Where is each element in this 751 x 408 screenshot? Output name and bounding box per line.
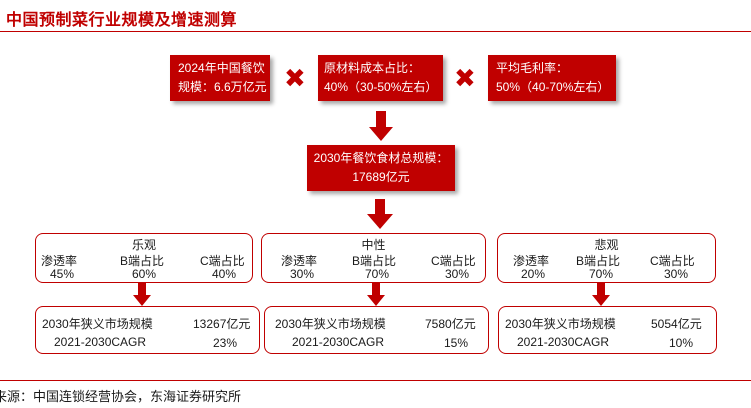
c-share-value: 30% bbox=[664, 267, 689, 281]
input-box-line1: 2024年中国餐饮 bbox=[178, 61, 265, 75]
total-box-line2: 17689亿元 bbox=[352, 170, 410, 184]
input-box-catering-scale: 2024年中国餐饮 规模：6.6万亿元 bbox=[170, 55, 270, 101]
result-box-pessimistic: 2030年狭义市场规模 5054亿元 2021-2030CAGR 10% bbox=[498, 306, 717, 354]
c-share-header: C端占比 bbox=[431, 254, 476, 268]
market-size-label: 2030年狭义市场规模 bbox=[505, 317, 616, 331]
penetration-value: 30% bbox=[290, 267, 315, 281]
penetration-header: 渗透率 bbox=[513, 254, 550, 268]
b-share-header: B端占比 bbox=[576, 254, 621, 268]
result-box-neutral: 2030年狭义市场规模 7580亿元 2021-2030CAGR 15% bbox=[264, 306, 489, 354]
penetration-value: 20% bbox=[521, 267, 546, 281]
scenario-name: 中性 bbox=[361, 238, 386, 252]
scenario-box-neutral: 中性 渗透率 B端占比 C端占比 30% 70% 30% bbox=[261, 233, 486, 283]
arrow-down-icon bbox=[369, 111, 393, 141]
footer-divider bbox=[0, 380, 751, 381]
input-box-line2: 50%（40-70%左右） bbox=[496, 80, 610, 94]
multiply-icon: ✖ bbox=[454, 63, 476, 93]
market-size-value: 5054亿元 bbox=[651, 317, 702, 331]
cagr-label: 2021-2030CAGR bbox=[517, 335, 610, 349]
title-divider bbox=[0, 31, 751, 32]
b-share-value: 70% bbox=[589, 267, 614, 281]
input-box-line2: 规模：6.6万亿元 bbox=[178, 80, 267, 94]
cagr-value: 15% bbox=[444, 336, 469, 350]
c-share-header: C端占比 bbox=[200, 254, 245, 268]
input-box-line2: 40%（30-50%左右） bbox=[324, 80, 438, 94]
penetration-header: 渗透率 bbox=[281, 254, 318, 268]
multiply-icon: ✖ bbox=[284, 63, 306, 93]
c-share-value: 40% bbox=[212, 267, 237, 281]
b-share-header: B端占比 bbox=[120, 254, 165, 268]
result-box-optimistic: 2030年狭义市场规模 13267亿元 2021-2030CAGR 23% bbox=[35, 306, 260, 354]
market-size-value: 7580亿元 bbox=[425, 317, 476, 331]
cagr-label: 2021-2030CAGR bbox=[54, 335, 147, 349]
scenario-name: 乐观 bbox=[131, 238, 156, 252]
arrow-down-icon bbox=[367, 283, 385, 306]
c-share-header: C端占比 bbox=[650, 254, 695, 268]
scenario-name: 悲观 bbox=[594, 238, 619, 252]
page-title: 中国预制菜行业规模及增速测算 bbox=[6, 12, 238, 29]
input-box-line1: 平均毛利率： bbox=[496, 61, 569, 75]
market-size-value: 13267亿元 bbox=[193, 317, 251, 331]
total-box: 2030年餐饮食材总规模： 17689亿元 bbox=[307, 145, 455, 191]
arrow-down-icon bbox=[592, 283, 610, 306]
cagr-value: 23% bbox=[213, 336, 238, 350]
b-share-header: B端占比 bbox=[352, 254, 397, 268]
input-box-line1: 原材料成本占比： bbox=[324, 61, 421, 75]
arrow-down-icon bbox=[133, 283, 151, 306]
input-box-gross-margin: 平均毛利率： 50%（40-70%左右） bbox=[488, 55, 616, 101]
b-share-value: 60% bbox=[132, 267, 157, 281]
cagr-value: 10% bbox=[669, 336, 694, 350]
market-size-label: 2030年狭义市场规模 bbox=[275, 317, 386, 331]
penetration-value: 45% bbox=[50, 267, 75, 281]
scenario-box-pessimistic: 悲观 渗透率 B端占比 C端占比 20% 70% 30% bbox=[497, 233, 716, 283]
input-box-material-cost: 原材料成本占比： 40%（30-50%左右） bbox=[318, 55, 443, 101]
cagr-label: 2021-2030CAGR bbox=[292, 335, 385, 349]
market-size-label: 2030年狭义市场规模 bbox=[42, 317, 153, 331]
c-share-value: 30% bbox=[445, 267, 470, 281]
scenario-box-optimistic: 乐观 渗透率 B端占比 C端占比 45% 60% 40% bbox=[35, 233, 253, 283]
source-note: 来源：中国连锁经营协会，东海证券研究所 bbox=[0, 389, 242, 404]
total-box-line1: 2030年餐饮食材总规模： bbox=[313, 151, 449, 165]
b-share-value: 70% bbox=[365, 267, 390, 281]
penetration-header: 渗透率 bbox=[41, 254, 78, 268]
arrow-down-icon bbox=[367, 199, 393, 229]
